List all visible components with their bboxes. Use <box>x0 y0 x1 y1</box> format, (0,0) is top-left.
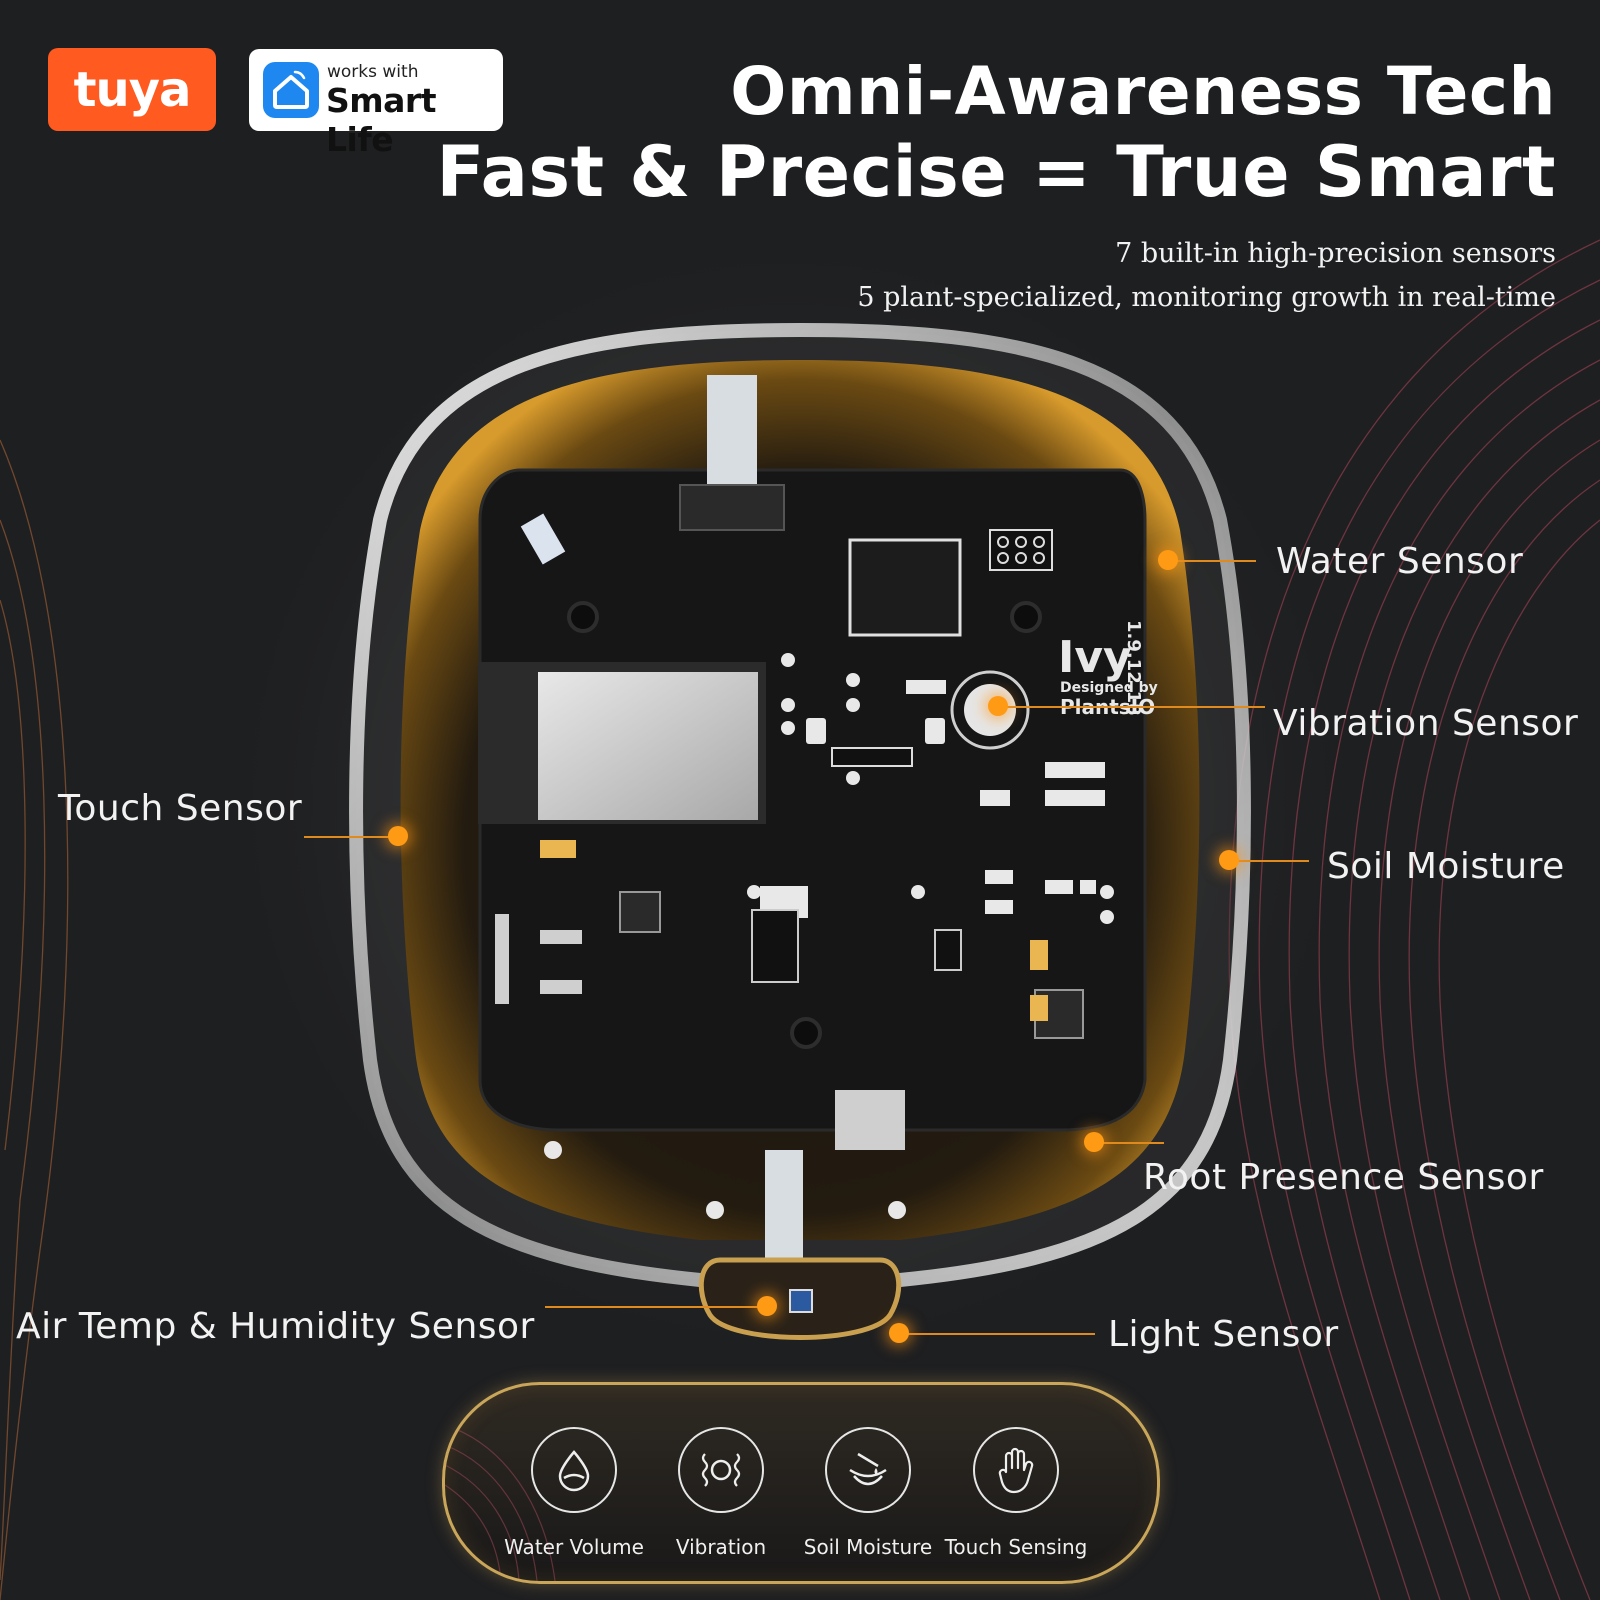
subheadline-line-1: 7 built-in high-precision sensors <box>1115 238 1556 269</box>
tuya-logo: tuya <box>48 48 216 131</box>
root-presence-dot <box>1084 1132 1104 1152</box>
light-sensor-label: Light Sensor <box>1108 1314 1339 1355</box>
top-ribbon-cable <box>707 375 757 495</box>
feature-water-volume: Water Volume <box>499 1427 649 1559</box>
water-drop-icon <box>558 1450 590 1492</box>
light-sensor-dot <box>889 1323 909 1343</box>
root-presence-leader <box>1094 1142 1164 1144</box>
feature-label: Water Volume <box>504 1535 644 1559</box>
feature-label: Soil Moisture <box>803 1535 933 1559</box>
air-temp-humidity-sensor-label: Air Temp & Humidity Sensor <box>16 1306 535 1347</box>
tuya-logo-text: tuya <box>73 61 192 118</box>
sensor-chip <box>848 538 962 637</box>
feature-label: Touch Sensing <box>944 1535 1088 1559</box>
air-temp-humidity-leader <box>545 1306 767 1308</box>
panel-arcs <box>445 1424 556 1581</box>
bottom-ribbon-cable <box>765 1150 803 1260</box>
subheadline-line-2: 5 plant-specialized, monitoring growth i… <box>857 282 1556 313</box>
feature-panel: Water Volume Vibration Soil Moisture <box>442 1382 1160 1584</box>
board-version-text: 1.9.12.18 <box>1123 620 1144 716</box>
headline-line-1: Omni-Awareness Tech <box>730 53 1556 130</box>
circuit-board <box>478 468 1147 1132</box>
soil-moisture-label: Soil Moisture <box>1327 846 1565 887</box>
feature-touch-sensing: Touch Sensing <box>941 1427 1091 1559</box>
smart-life-badge: works with Smart Life <box>249 49 503 159</box>
soil-moisture-dot <box>1219 850 1239 870</box>
headline: Omni-Awareness Tech Fast & Precise = Tru… <box>436 52 1556 212</box>
smart-life-big-text: Smart Life <box>326 81 436 159</box>
vibration-icon <box>701 1453 741 1487</box>
wifi-module-shield <box>538 672 758 820</box>
smart-life-small-text: works with <box>327 62 419 82</box>
feature-vibration: Vibration <box>646 1427 796 1559</box>
smart-life-home-icon <box>263 62 319 118</box>
subheadline: 7 built-in high-precision sensors 5 plan… <box>857 232 1556 320</box>
touch-sensor-dot <box>388 826 408 846</box>
feature-label: Vibration <box>675 1535 767 1559</box>
touch-sensor-label: Touch Sensor <box>58 788 303 829</box>
feature-soil-moisture: Soil Moisture <box>793 1427 943 1559</box>
air-temp-humidity-dot <box>757 1296 777 1316</box>
soil-moisture-leader <box>1229 860 1309 862</box>
board-brand-text: Ivy <box>1058 632 1132 683</box>
board-designer-text: Designed by <box>1060 680 1158 696</box>
water-sensor-leader <box>1168 560 1256 562</box>
root-presence-sensor-label: Root Presence Sensor <box>1143 1157 1544 1198</box>
vibration-sensor-dot <box>988 696 1008 716</box>
headline-line-2: Fast & Precise = True Smart <box>436 131 1556 213</box>
hand-touch-icon <box>998 1447 1034 1494</box>
water-sensor-label: Water Sensor <box>1276 541 1524 582</box>
water-sensor-dot <box>1158 550 1178 570</box>
soil-moisture-icon <box>849 1452 887 1486</box>
vibration-sensor-leader <box>998 706 1265 708</box>
light-sensor-leader <box>899 1333 1095 1335</box>
vibration-sensor-label: Vibration Sensor <box>1273 703 1579 744</box>
touch-sensor-leader <box>304 836 398 838</box>
